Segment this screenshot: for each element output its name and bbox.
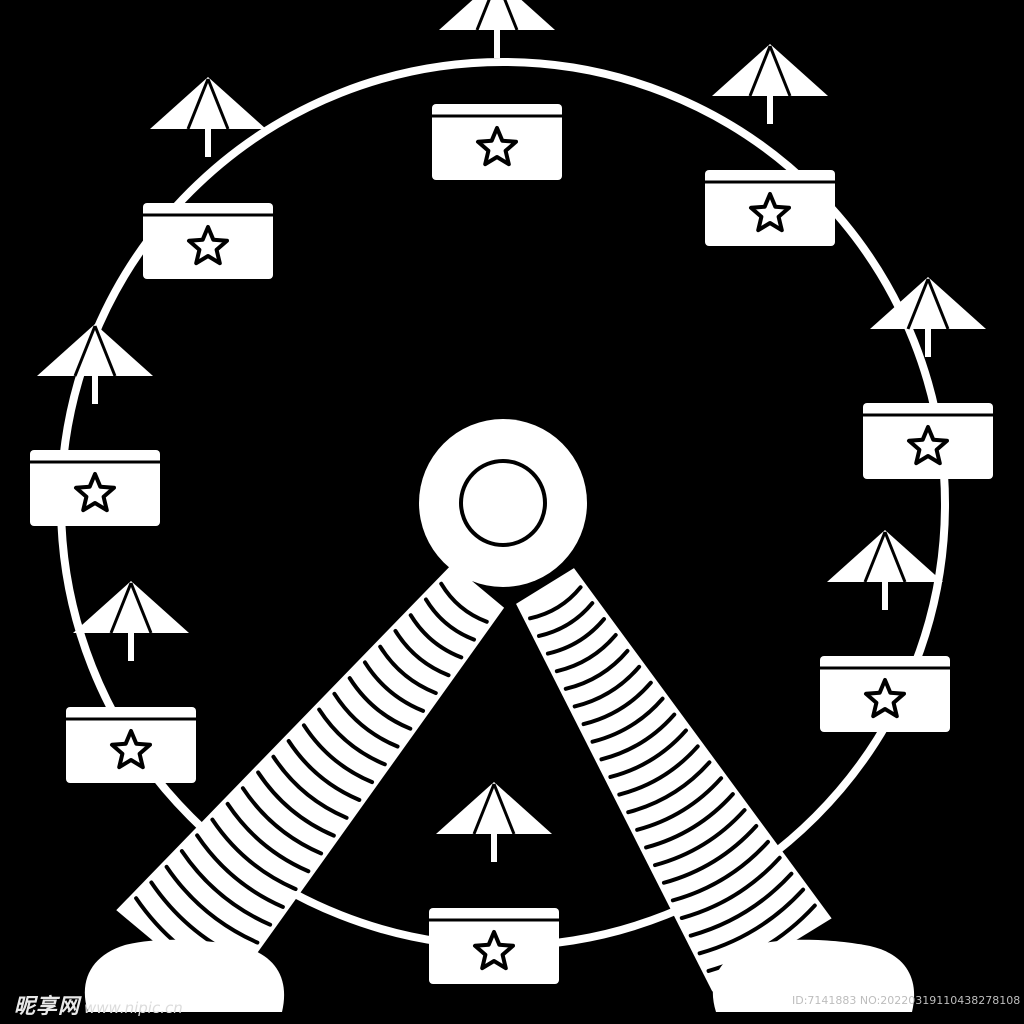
- umbrella-icon: [436, 782, 552, 834]
- cabin: [432, 0, 562, 180]
- cabin: [863, 277, 993, 479]
- right-leg: [516, 568, 832, 992]
- star-icon: [864, 678, 906, 719]
- umbrella-icon: [712, 44, 828, 96]
- umbrella-icon: [37, 324, 153, 376]
- cabin: [143, 77, 273, 279]
- wheel-hub: [419, 419, 587, 587]
- umbrella-icon: [439, 0, 555, 30]
- cabin: [705, 44, 835, 246]
- right-base: [712, 939, 915, 1012]
- star-icon: [187, 225, 229, 266]
- cabin: [820, 530, 950, 732]
- umbrella-icon: [73, 581, 189, 633]
- star-icon: [749, 192, 791, 233]
- watermark-brand: 昵享网: [14, 994, 80, 1018]
- umbrella-icon: [870, 277, 986, 329]
- cabin: [429, 782, 559, 984]
- star-icon: [473, 930, 515, 971]
- watermark-id: ID:7141883 NO:20220319110438278108: [792, 994, 1021, 1007]
- left-base: [84, 939, 285, 1012]
- watermark-url: www.nipic.cn: [84, 999, 183, 1017]
- star-icon: [907, 425, 949, 466]
- cabin: [30, 324, 160, 526]
- umbrella-icon: [150, 77, 266, 129]
- umbrella-icon: [827, 530, 943, 582]
- star-icon: [74, 472, 116, 513]
- cabins: [30, 0, 993, 984]
- star-icon: [476, 126, 518, 167]
- star-icon: [110, 729, 152, 770]
- watermark-logo: 昵享网 www.nipic.cn: [14, 990, 183, 1020]
- cabin: [66, 581, 196, 783]
